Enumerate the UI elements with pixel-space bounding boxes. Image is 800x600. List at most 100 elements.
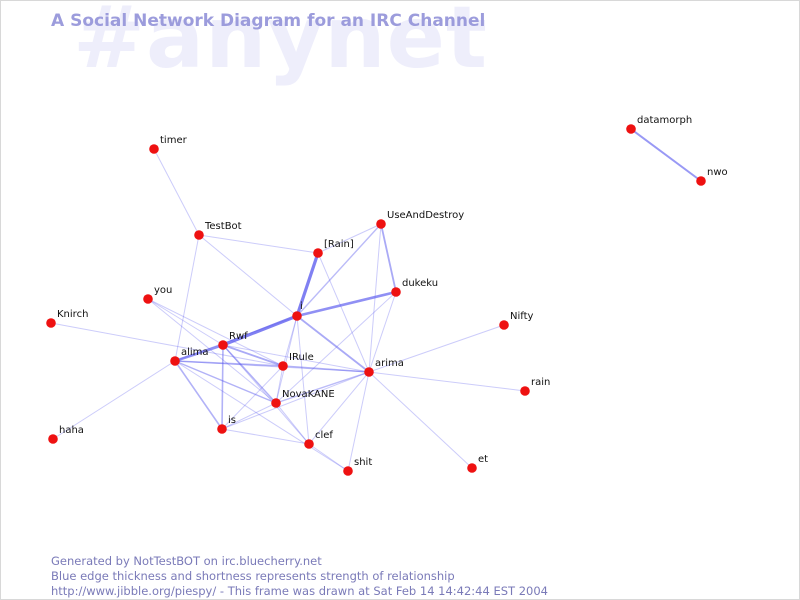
edge-Rain-i (295, 251, 320, 318)
edge-you-IRule (147, 298, 284, 367)
edge-Rwf-NovaKANE (222, 344, 277, 404)
node-label-IRule: IRule (289, 352, 314, 363)
node-i: i (292, 301, 303, 321)
node-clef: clef (304, 430, 333, 449)
node-dot-Knirch (46, 318, 56, 328)
node-label-UseAndDestroy: UseAndDestroy (387, 210, 464, 221)
node-label-haha: haha (59, 425, 84, 436)
edge-UseAndDestroy-dukeku (380, 223, 397, 293)
edge-clef-shit (308, 443, 349, 472)
node-label-i: i (300, 301, 303, 312)
edge-i-arima (296, 315, 370, 373)
edges-layer (50, 128, 702, 472)
node-dot-timer (149, 144, 159, 154)
edge-alima-is (174, 360, 223, 430)
node-label-clef: clef (315, 430, 333, 441)
edge-arima-clef (308, 371, 370, 445)
edge-arima-Nifty (368, 324, 505, 373)
node-rain: rain (520, 377, 550, 396)
node-dot-Rwf (218, 340, 228, 350)
edge-you-Rwf (147, 298, 224, 346)
node-label-dukeku: dukeku (402, 278, 438, 289)
edge-i-IRule (282, 315, 298, 367)
node-dot-Rain (313, 248, 323, 258)
node-et: et (467, 454, 488, 473)
node-dot-alima (170, 356, 180, 366)
edge-alima-NovaKANE (174, 360, 277, 404)
node-label-is: is (228, 415, 236, 426)
footer-generated-by: Generated by NotTestBOT on irc.bluecherr… (51, 554, 322, 568)
edge-NovaKANE-clef (275, 402, 310, 445)
node-TestBot: TestBot (194, 221, 242, 240)
edge-datamorph-nwo (630, 128, 702, 182)
node-dot-datamorph (626, 124, 636, 134)
edge-Rwf-alima (173, 343, 225, 363)
edge-i-clef (296, 315, 310, 445)
node-dot-IRule (278, 361, 288, 371)
node-dot-you (143, 294, 153, 304)
node-IRule: IRule (278, 352, 314, 371)
node-timer: timer (149, 135, 188, 154)
edge-Knirch-IRule (50, 322, 284, 367)
edge-timer-TestBot (153, 148, 200, 236)
edge-dukeku-NovaKANE (275, 291, 397, 404)
node-label-alima: alima (181, 347, 209, 358)
edge-TestBot-i (198, 234, 298, 317)
node-dot-haha (48, 434, 58, 444)
node-dot-nwo (696, 176, 706, 186)
node-dot-rain (520, 386, 530, 396)
node-label-NovaKANE: NovaKANE (282, 389, 335, 400)
node-haha: haha (48, 425, 84, 444)
node-you: you (143, 285, 172, 304)
node-dot-is (217, 424, 227, 434)
node-Rain: [Rain] (313, 239, 354, 258)
edge-arima-rain (368, 371, 526, 392)
edge-IRule-is (221, 365, 284, 430)
edge-IRule-NovaKANE (275, 365, 284, 404)
node-dot-NovaKANE (271, 398, 281, 408)
node-label-Knirch: Knirch (57, 309, 88, 320)
edge-arima-et (368, 371, 473, 469)
node-label-you: you (154, 285, 172, 296)
node-Nifty: Nifty (499, 311, 534, 330)
node-shit: shit (343, 457, 372, 476)
node-dot-Nifty (499, 320, 509, 330)
edge-i-NovaKANE (275, 315, 298, 404)
node-dukeku: dukeku (391, 278, 438, 297)
edge-alima-IRule (174, 360, 284, 367)
edge-alima-arima (174, 360, 370, 373)
edge-arima-is (221, 371, 370, 430)
edge-arima-shit (347, 371, 370, 472)
node-label-timer: timer (160, 135, 188, 146)
edge-Rwf-IRule (222, 344, 284, 367)
node-label-arima: arima (375, 358, 404, 369)
footer-source-link[interactable]: http://www.jibble.org/piespy/ - This fra… (51, 584, 548, 598)
edge-TestBot-Rain (198, 234, 319, 254)
node-dot-shit (343, 466, 353, 476)
node-label-nwo: nwo (707, 167, 728, 178)
node-dot-UseAndDestroy (376, 219, 386, 229)
edge-arima-NovaKANE (275, 371, 370, 404)
diagram-title: A Social Network Diagram for an IRC Chan… (51, 11, 486, 31)
node-nwo: nwo (696, 167, 728, 186)
edge-alima-haha (52, 360, 176, 440)
edge-TestBot-alima (174, 234, 200, 362)
node-arima: arima (364, 358, 404, 377)
node-UseAndDestroy: UseAndDestroy (376, 210, 464, 229)
node-NovaKANE: NovaKANE (271, 389, 335, 408)
edge-Rwf-is (221, 344, 224, 430)
edge-Rain-UseAndDestroy (317, 223, 382, 254)
edge-Rwf-arima (222, 344, 370, 373)
edge-IRule-arima (282, 365, 370, 373)
node-dot-et (467, 463, 477, 473)
node-label-datamorph: datamorph (637, 115, 692, 126)
edge-is-clef (221, 428, 310, 445)
edge-Rain-arima (317, 252, 370, 373)
edge-you-NovaKANE (147, 298, 277, 404)
node-datamorph: datamorph (626, 115, 692, 134)
edge-Rwf-clef (222, 344, 310, 445)
node-label-Rain: [Rain] (324, 239, 354, 250)
